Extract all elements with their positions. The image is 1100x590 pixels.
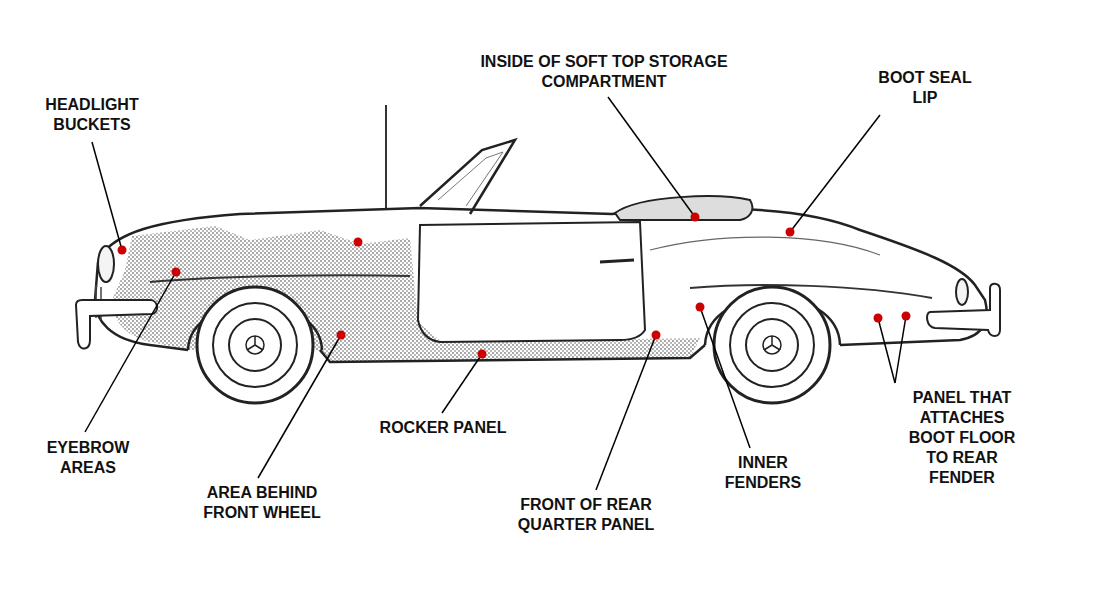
part-label: ROCKER PANEL [358,418,528,438]
part-label: INNER FENDERS [706,453,821,493]
part-label: HEADLIGHT BUCKETS [27,95,157,135]
soft-top [615,196,752,220]
leader-lines [85,97,906,490]
part-label: PANEL THAT ATTACHES BOOT FLOOR TO REAR F… [898,388,1026,488]
tail-light [956,279,968,305]
windscreen [438,152,503,206]
part-label: BOOT SEAL LIP [875,68,975,108]
side-moulding [690,285,932,298]
fender-crease [650,237,880,255]
front-wheel [197,287,313,403]
antenna [385,105,387,210]
windscreen [420,140,515,214]
part-label: FRONT OF REAR QUARTER PANEL [499,495,674,535]
part-label: AREA BEHIND FRONT WHEEL [187,483,337,523]
problem-dot [118,213,911,359]
rear-wheel [714,287,830,403]
headlight [98,246,114,282]
body-outline [95,262,705,362]
front-bumper [76,300,157,349]
door-handle [600,260,634,262]
part-label: INSIDE OF SOFT TOP STORAGE COMPARTMENT [479,52,729,92]
door [418,222,645,342]
part-label: EYEBROW AREAS [33,438,143,478]
rear-bumper [927,284,1000,336]
side-moulding [150,275,410,282]
